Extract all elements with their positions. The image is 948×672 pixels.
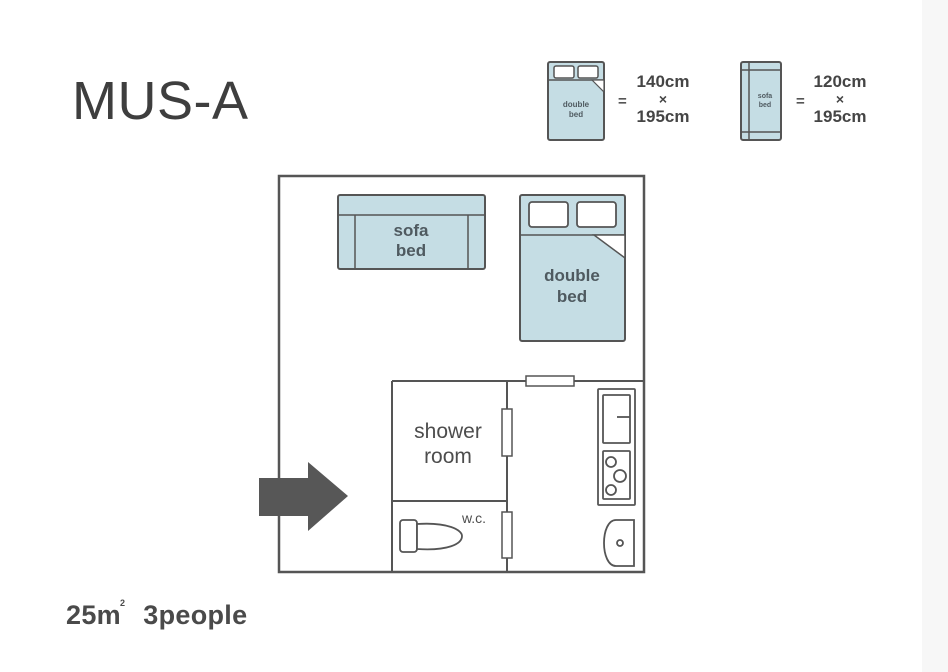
kitchenette: [597, 388, 636, 506]
legend-double-equals: =: [618, 93, 627, 110]
sofa-bed: sofa bed: [337, 194, 486, 270]
wc-door: [501, 511, 513, 559]
toilet-icon: [399, 519, 463, 553]
double-bed-label-2: bed: [557, 287, 587, 306]
window-top: [525, 375, 575, 387]
legend-sofa-length: 195cm: [813, 107, 867, 126]
legend-double-icon-text-2: bed: [569, 110, 583, 119]
legend-sofa-icon-text-1: sofa: [758, 93, 773, 100]
legend-double-width: 140cm: [636, 72, 690, 91]
area-unit-superscript: 2: [119, 598, 126, 608]
pillow-left: [528, 201, 569, 228]
legend-sofa-bed-icon: sofa bed: [740, 61, 782, 141]
legend-sofa-times: ×: [835, 91, 845, 107]
legend-double-icon-text-1: double: [563, 100, 590, 109]
legend-sofa-equals: =: [796, 93, 805, 110]
capacity-text: 3people: [143, 600, 248, 630]
wc-label: w.c.: [461, 510, 486, 526]
area-value: 25m: [66, 600, 121, 630]
legend-sofa-width: 120cm: [813, 72, 867, 91]
legend-sofa-dimensions: 120cm × 195cm: [800, 72, 880, 126]
wash-basin-icon: [603, 519, 635, 567]
page-edge-strip: [922, 0, 948, 672]
legend-double-length: 195cm: [636, 107, 690, 126]
unit-summary: 25m2 3people: [66, 598, 248, 631]
sofa-bed-label-1: sofa: [394, 221, 430, 240]
legend-double-dimensions: 140cm × 195cm: [623, 72, 703, 126]
legend-double-times: ×: [658, 91, 668, 107]
shower-room-label-2: room: [424, 445, 472, 468]
double-bed: double bed: [519, 194, 626, 342]
unit-title: MUS-A: [72, 71, 249, 131]
legend-sofa-icon-text-2: bed: [759, 102, 771, 109]
shower-door: [501, 408, 513, 457]
legend-double-bed-icon: double bed: [547, 61, 605, 141]
pillow-right: [576, 201, 617, 228]
entrance-arrow-icon: [259, 462, 348, 531]
sofa-bed-label-2: bed: [396, 241, 426, 260]
shower-room-label-1: shower: [414, 420, 482, 443]
area-text: 25m2: [66, 598, 126, 630]
stove-icon: [602, 450, 631, 500]
kitchen-sink-icon: [602, 394, 631, 444]
double-bed-label-1: double: [544, 266, 600, 285]
